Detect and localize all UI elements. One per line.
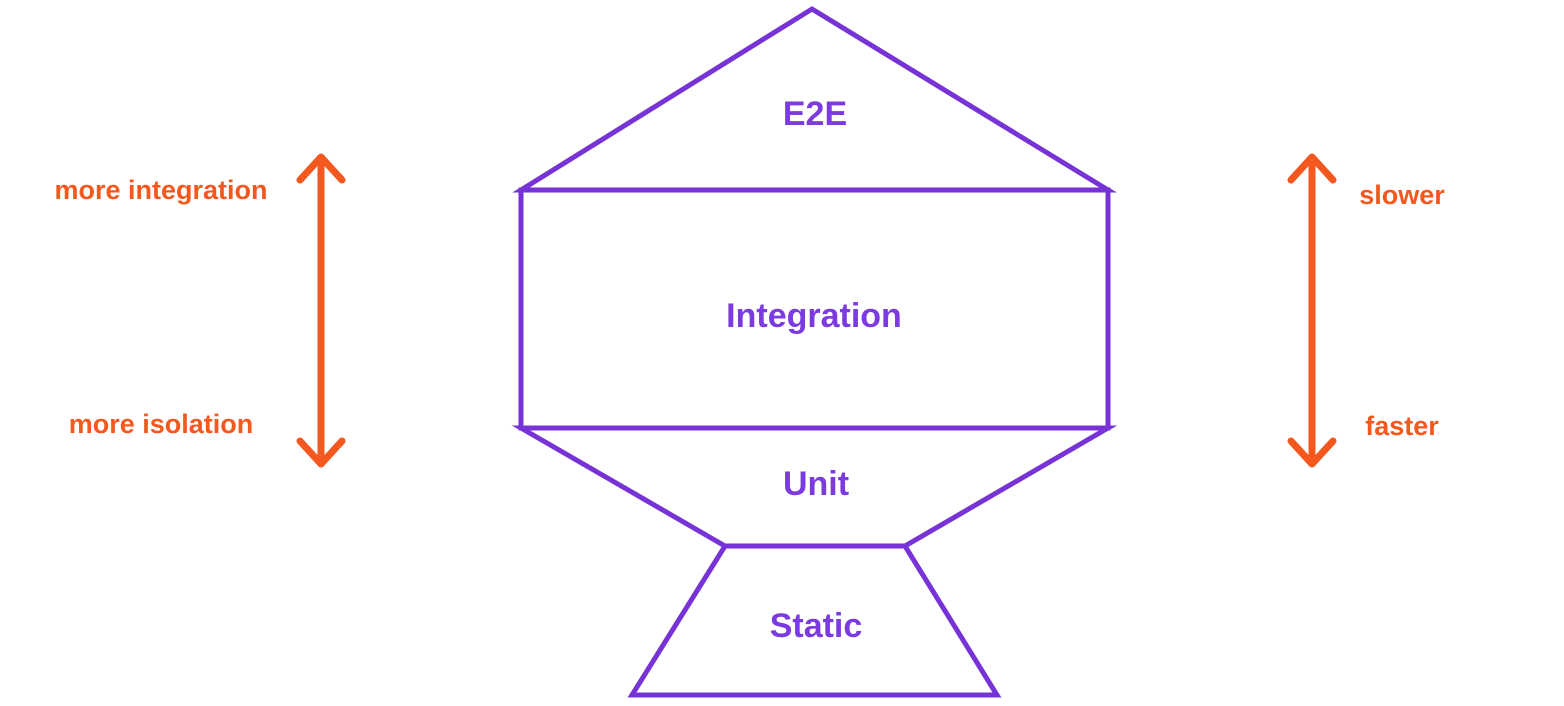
trophy-outline [511, 6, 1118, 698]
integration-isolation-arrow [296, 153, 346, 468]
e2e-label: E2E [783, 95, 847, 133]
left-arrow-up-head-icon [296, 153, 346, 184]
static-label: Static [770, 607, 863, 645]
more-isolation-label: more isolation [69, 409, 254, 439]
left-arrow-down-head-icon [296, 437, 346, 468]
unit-label: Unit [783, 465, 849, 503]
speed-arrow [1287, 153, 1337, 468]
static-trapezoid-shape [627, 543, 1002, 698]
integration-label: Integration [726, 297, 902, 335]
more-integration-label: more integration [54, 175, 267, 205]
right-arrow-down-head-icon [1287, 437, 1337, 468]
faster-label: faster [1365, 411, 1439, 441]
right-arrow-up-head-icon [1287, 153, 1337, 184]
slower-label: slower [1359, 180, 1445, 210]
